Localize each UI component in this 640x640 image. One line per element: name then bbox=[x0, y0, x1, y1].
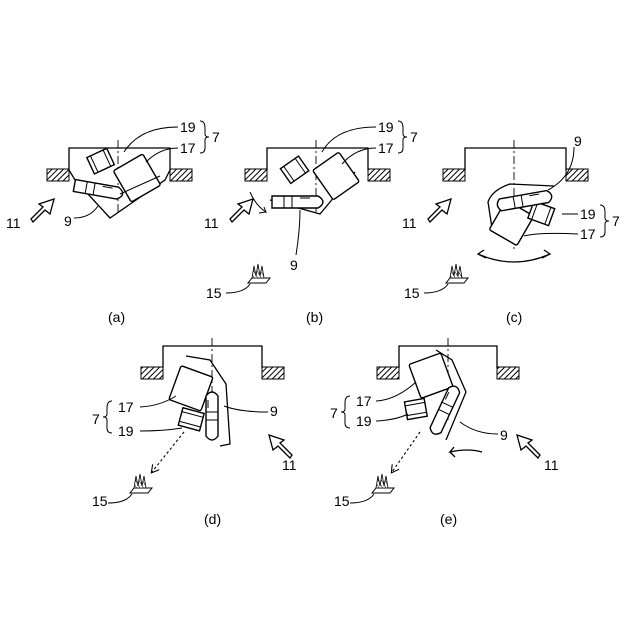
label-15: 15 bbox=[334, 493, 350, 509]
floor-block-right bbox=[368, 169, 390, 181]
panel-c: 9 19 17 7 11 15 (c) bbox=[402, 133, 620, 325]
label-17: 17 bbox=[180, 140, 196, 156]
object-15 bbox=[248, 264, 270, 283]
arrow-11 bbox=[230, 199, 253, 222]
finger-arm bbox=[206, 392, 218, 440]
label-7: 7 bbox=[212, 129, 220, 145]
label-19: 19 bbox=[118, 423, 134, 439]
label-17: 17 bbox=[580, 226, 596, 242]
label-17: 17 bbox=[356, 393, 372, 409]
caption-e: (e) bbox=[440, 511, 457, 527]
label-15: 15 bbox=[206, 285, 222, 301]
housing-outline bbox=[465, 148, 566, 170]
approach-path bbox=[392, 432, 420, 472]
object-15 bbox=[446, 264, 468, 283]
caption-d: (d) bbox=[204, 511, 221, 527]
gripper bbox=[404, 398, 427, 419]
object-15 bbox=[130, 474, 152, 493]
caption-b: (b) bbox=[306, 309, 323, 325]
caption-c: (c) bbox=[506, 309, 522, 325]
floor-block-left bbox=[47, 169, 69, 181]
label-11: 11 bbox=[204, 215, 219, 231]
label-11: 11 bbox=[282, 457, 297, 473]
object-15 bbox=[372, 474, 394, 493]
arm-body bbox=[313, 152, 360, 200]
arrow-11 bbox=[428, 199, 451, 222]
floor-block-right bbox=[497, 367, 519, 379]
label-15: 15 bbox=[404, 285, 420, 301]
label-15: 15 bbox=[92, 493, 108, 509]
floor-block-left bbox=[443, 169, 465, 181]
rotation-arrow bbox=[478, 250, 550, 262]
panel-b: 19 17 7 11 9 15 (b) bbox=[204, 119, 418, 325]
label-19: 19 bbox=[356, 413, 372, 429]
label-11: 11 bbox=[6, 215, 21, 231]
brace-7 bbox=[200, 121, 209, 153]
label-7: 7 bbox=[330, 405, 338, 421]
panel-d: 17 19 7 9 11 15 (d) bbox=[92, 338, 297, 527]
finger-arm bbox=[73, 180, 123, 200]
label-11: 11 bbox=[402, 215, 417, 231]
label-9: 9 bbox=[290, 257, 298, 273]
panel-e: 17 19 7 9 11 15 (e) bbox=[330, 338, 559, 527]
label-19: 19 bbox=[180, 119, 196, 135]
label-7: 7 bbox=[92, 411, 100, 427]
label-7: 7 bbox=[612, 213, 620, 229]
brace-7 bbox=[398, 121, 407, 153]
rotation-arrow bbox=[450, 447, 482, 457]
floor-block-left bbox=[377, 367, 399, 379]
label-9: 9 bbox=[574, 133, 582, 149]
gripper bbox=[280, 156, 308, 183]
brace-7 bbox=[341, 396, 350, 428]
label-17: 17 bbox=[378, 140, 394, 156]
floor-block-right bbox=[262, 367, 284, 379]
brace-7 bbox=[600, 205, 609, 237]
label-19: 19 bbox=[378, 119, 394, 135]
arrow-11 bbox=[269, 435, 292, 458]
label-11: 11 bbox=[544, 457, 559, 473]
caption-a: (a) bbox=[108, 309, 125, 325]
finger-arm bbox=[272, 196, 323, 208]
label-9: 9 bbox=[500, 427, 508, 443]
floor-block-right bbox=[566, 169, 588, 181]
label-9: 9 bbox=[64, 213, 72, 229]
label-9: 9 bbox=[270, 403, 278, 419]
floor-block-left bbox=[245, 169, 267, 181]
arrow-11 bbox=[517, 435, 540, 458]
label-17: 17 bbox=[118, 399, 134, 415]
gripper bbox=[87, 148, 115, 174]
arrow-11 bbox=[31, 199, 54, 222]
label-19: 19 bbox=[580, 206, 596, 222]
brace-7 bbox=[103, 401, 112, 433]
floor-block-left bbox=[141, 367, 163, 379]
label-7: 7 bbox=[410, 129, 418, 145]
approach-path bbox=[152, 432, 184, 472]
floor-block-right bbox=[170, 169, 192, 181]
panel-a: 19 17 7 11 9 (a) bbox=[6, 119, 220, 325]
